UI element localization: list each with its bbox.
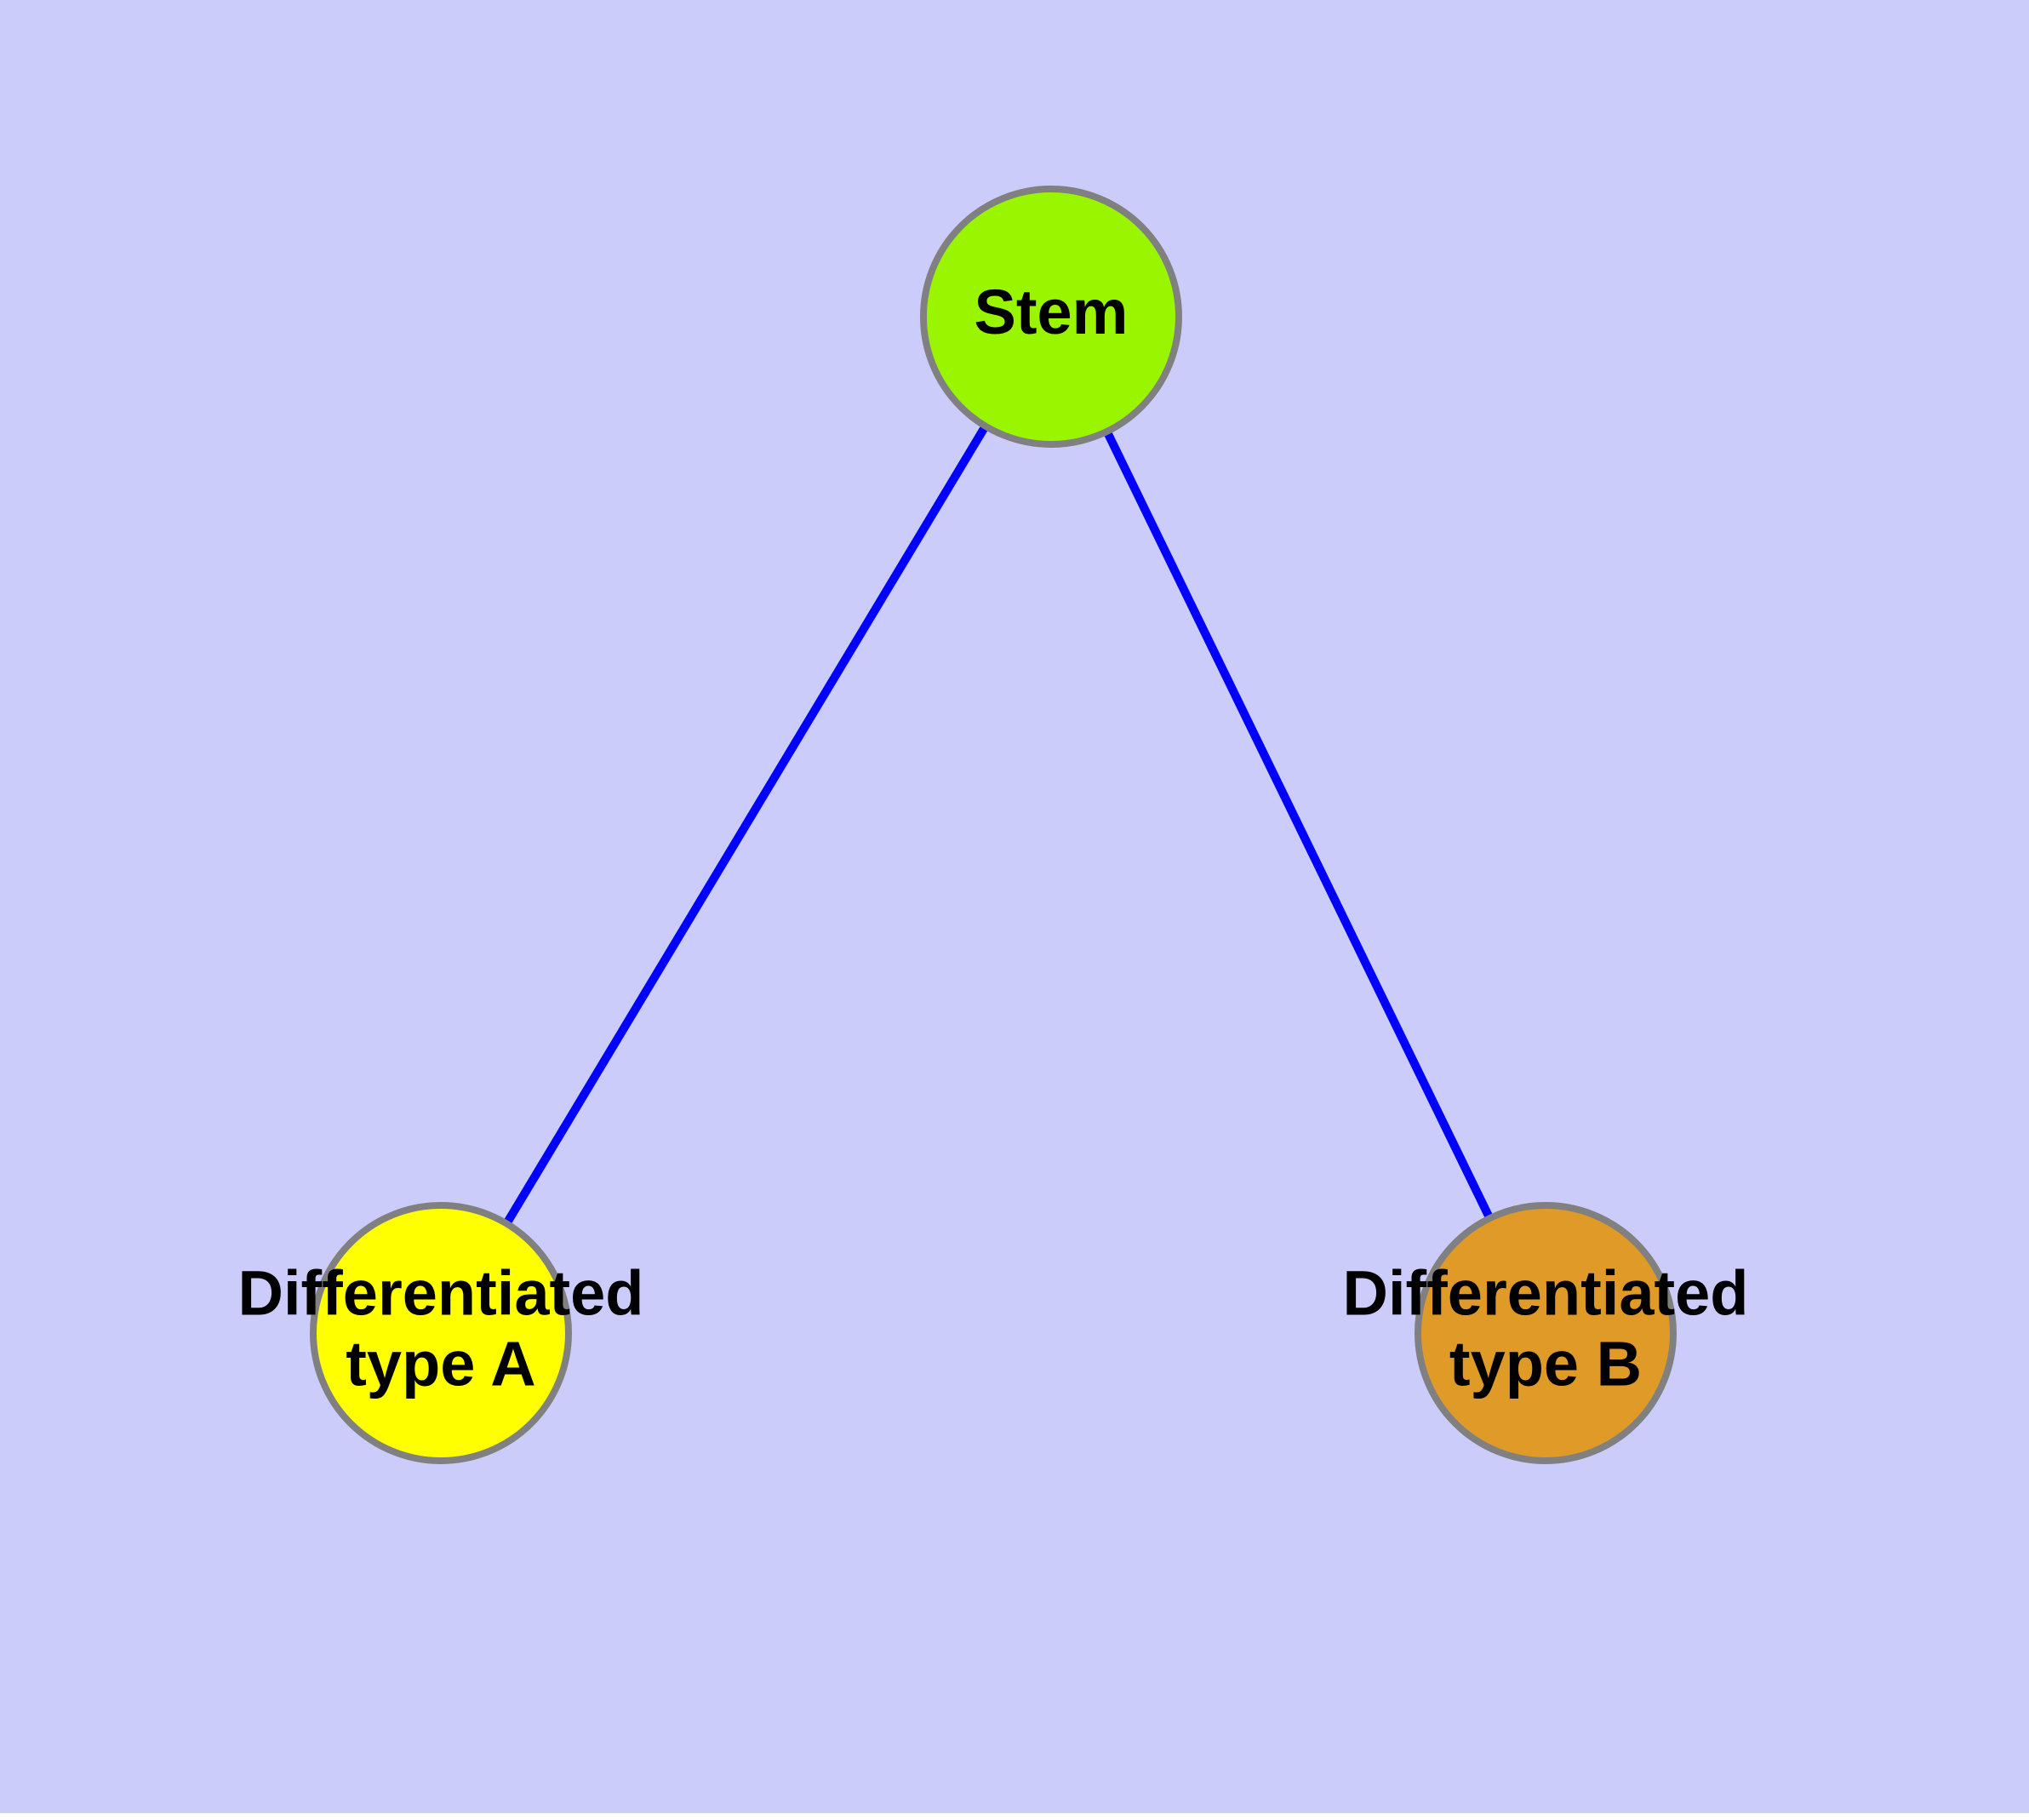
node-circle[interactable]: [1415, 1202, 1677, 1464]
node-label-line: Stem: [974, 277, 1129, 347]
node-label: Stem: [974, 277, 1129, 347]
node-label-line: Differentiated: [1343, 1257, 1749, 1328]
graph-edge: [437, 314, 1055, 1336]
graph-node-stem[interactable]: Stem: [920, 186, 1182, 448]
node-label-line: type B: [1449, 1328, 1642, 1399]
graph-edge: [1047, 314, 1550, 1336]
edge-layer: [437, 314, 1550, 1336]
node-label-line: type A: [346, 1328, 535, 1399]
node-circle[interactable]: [920, 186, 1182, 448]
node-label-line: Differentiated: [238, 1257, 644, 1328]
node-circle[interactable]: [310, 1202, 572, 1464]
